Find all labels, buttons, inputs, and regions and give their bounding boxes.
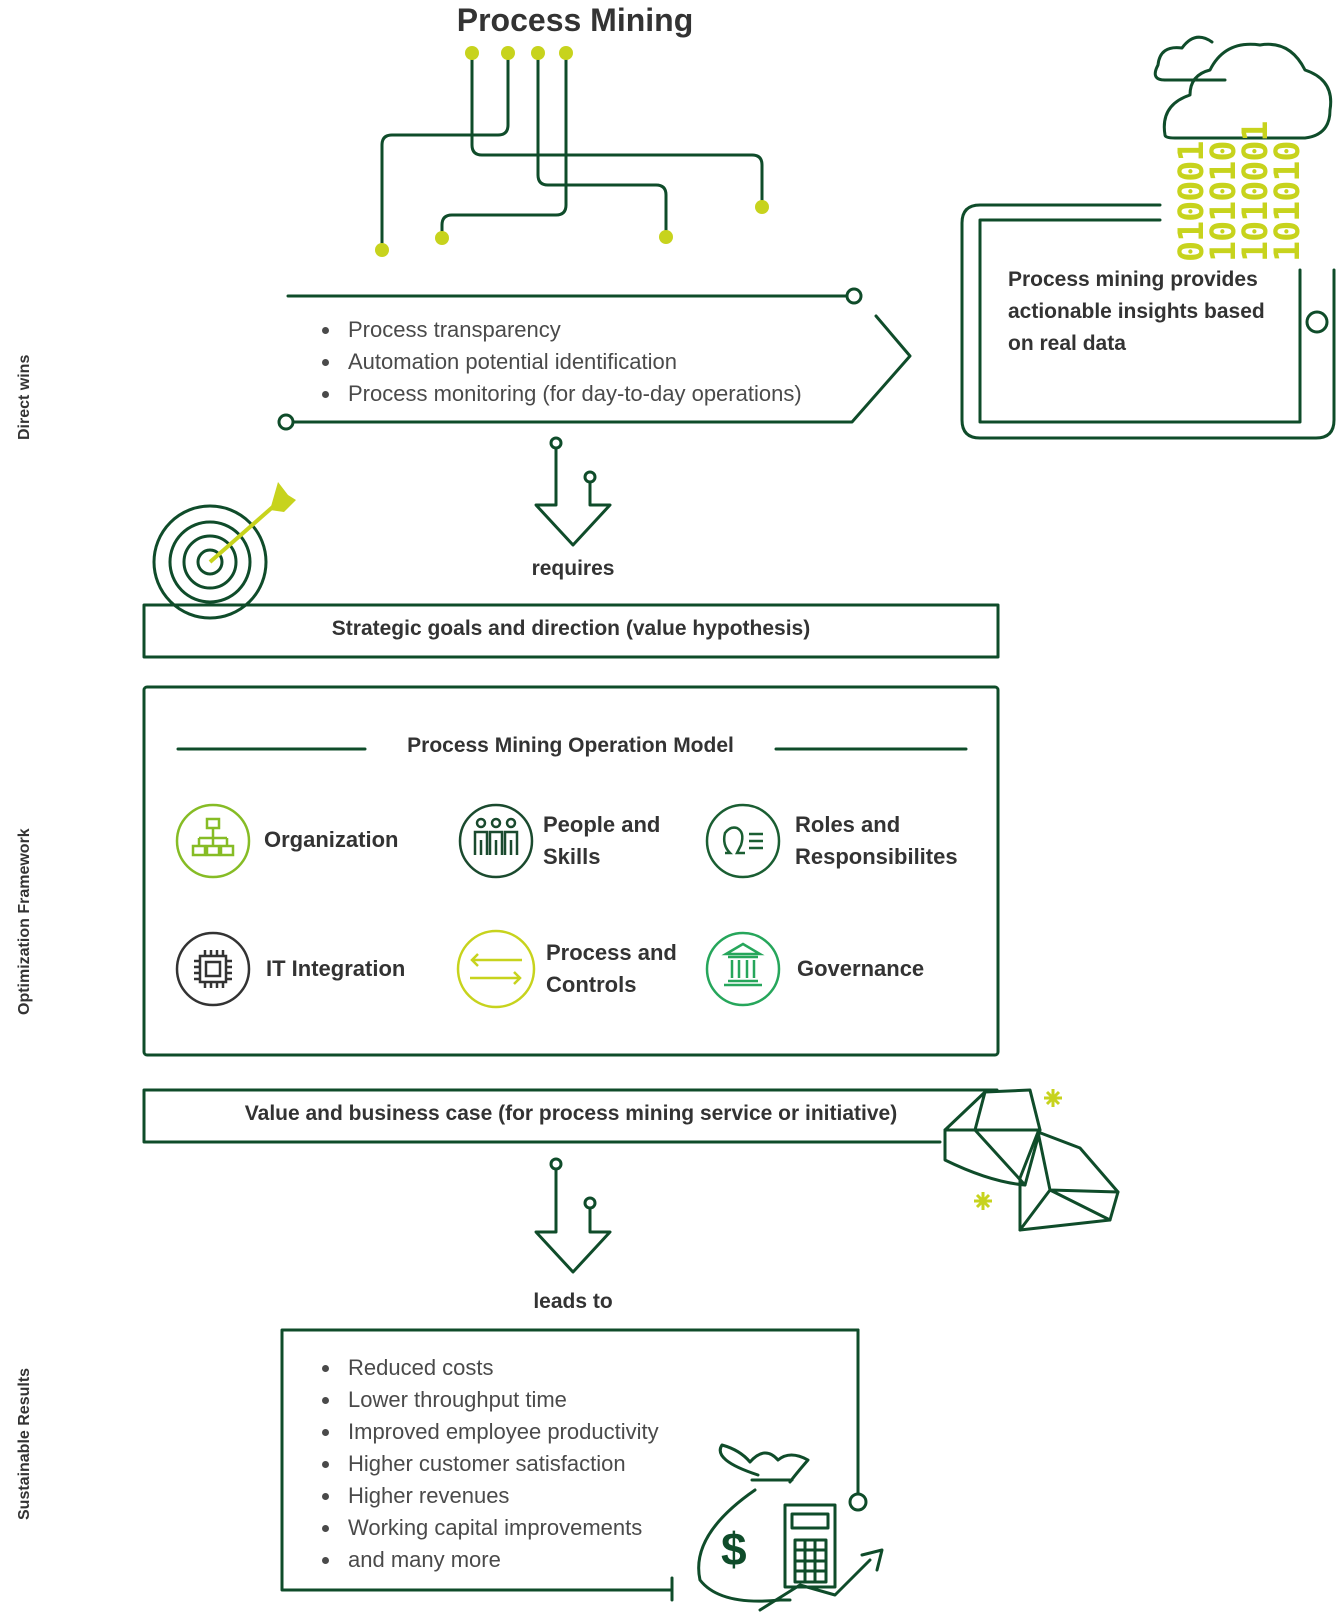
list-item: Process transparency bbox=[342, 314, 802, 346]
cloud-icon bbox=[1162, 42, 1333, 140]
list-item: Improved employee productivity bbox=[342, 1416, 659, 1448]
bank-icon bbox=[705, 931, 781, 1007]
operation-model-title: Process Mining Operation Model bbox=[407, 734, 734, 757]
down-arrow-1-icon bbox=[534, 447, 612, 547]
target-icon bbox=[152, 504, 268, 620]
results-frame bbox=[280, 1328, 860, 1592]
down-arrow-2-icon bbox=[534, 1168, 612, 1274]
leads-to-label: leads to bbox=[533, 1290, 613, 1313]
strategic-goals-frame bbox=[142, 603, 1000, 659]
side-label-optimization-framework: Optimization Framework bbox=[16, 828, 33, 1015]
diamond-icon bbox=[943, 1088, 1120, 1232]
list-item: Lower throughput time bbox=[342, 1384, 659, 1416]
op-item-people-and-skills: People and Skills bbox=[543, 812, 661, 869]
people-icon bbox=[458, 803, 534, 879]
side-label-direct-wins: Direct wins bbox=[16, 354, 33, 440]
list-item: and many more bbox=[342, 1544, 659, 1576]
list-item: Reduced costs bbox=[342, 1352, 659, 1384]
list-item: Higher revenues bbox=[342, 1480, 659, 1512]
op-item-process-and-controls: Process and Controls bbox=[546, 940, 677, 997]
value-case-label: Value and business case (for process min… bbox=[244, 1102, 898, 1125]
circuit-lines-icon bbox=[380, 51, 764, 252]
list-item: Working capital improvements bbox=[342, 1512, 659, 1544]
sparkle-icon bbox=[974, 1089, 1062, 1210]
tablet-text: Process mining provides actionable insig… bbox=[1008, 268, 1265, 355]
dollar-icon: $ bbox=[721, 1523, 747, 1575]
list-item: Process monitoring (for day-to-day opera… bbox=[342, 378, 802, 410]
direct-wins-list: Process transparency Automation potentia… bbox=[322, 314, 802, 410]
arrows-icon bbox=[456, 929, 536, 1009]
op-item-roles: Roles and Responsibilites bbox=[795, 812, 958, 869]
tablet-icon bbox=[960, 203, 1336, 440]
dart-icon bbox=[208, 482, 296, 564]
money-bag-icon bbox=[697, 1443, 884, 1612]
binary-data: 010001 101010 1010001 101010 bbox=[1172, 121, 1308, 262]
roles-icon bbox=[705, 803, 781, 879]
chip-icon bbox=[175, 931, 251, 1007]
list-item: Automation potential identification bbox=[342, 346, 802, 378]
page-title: Process Mining bbox=[456, 2, 694, 38]
op-item-governance: Governance bbox=[797, 956, 925, 981]
requires-label: requires bbox=[531, 557, 615, 580]
org-chart-icon bbox=[175, 803, 251, 879]
value-case-frame bbox=[142, 1088, 999, 1144]
operation-model-frame bbox=[142, 685, 1000, 1057]
strategic-goals-label: Strategic goals and direction (value hyp… bbox=[331, 617, 811, 640]
op-item-it-integration: IT Integration bbox=[266, 956, 406, 981]
results-list: Reduced costs Lower throughput time Impr… bbox=[322, 1352, 659, 1576]
op-item-organization: Organization bbox=[264, 827, 399, 852]
side-label-sustainable-results: Sustainable Results bbox=[16, 1367, 33, 1520]
list-item: Higher customer satisfaction bbox=[342, 1448, 659, 1480]
